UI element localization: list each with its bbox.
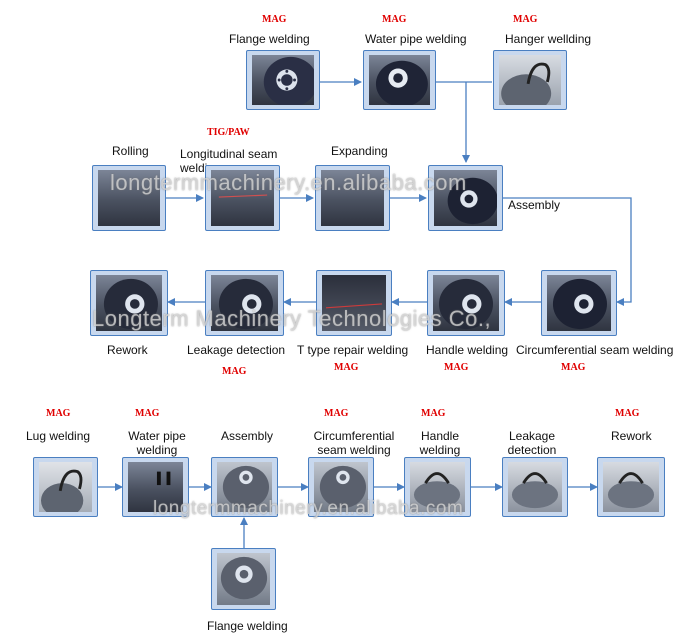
t-type-photo (322, 275, 386, 331)
step-assembly-2 (211, 457, 278, 517)
step-label: Rework (107, 343, 148, 357)
circumferential-photo-2 (314, 462, 368, 512)
leakage-photo (211, 275, 278, 331)
step-label: Rework (611, 429, 652, 443)
step-rework-2 (597, 457, 665, 517)
process-tag: MAG (135, 408, 160, 419)
process-tag: MAG (513, 14, 538, 25)
step-handle-welding (427, 270, 505, 336)
step-label: Assembly (508, 198, 561, 212)
step-label: Handle welding (426, 343, 509, 357)
step-leakage-detection (205, 270, 284, 336)
step-label: Leakage detection (507, 429, 557, 457)
step-longitudinal-seam-welding (205, 165, 280, 231)
process-tag: MAG (324, 408, 349, 419)
step-label: Flange welding (207, 619, 288, 633)
expanding-photo (321, 170, 384, 226)
step-leakage-detection-2 (502, 457, 568, 517)
step-rolling (92, 165, 166, 231)
step-label: Hanger wellding (505, 32, 592, 46)
process-tag: MAG (46, 408, 71, 419)
process-tag: MAG (421, 408, 446, 419)
step-handle-welding-2 (404, 457, 471, 517)
water-pipe-photo-2 (128, 462, 183, 512)
step-label: Water pipe welding (365, 32, 467, 46)
process-tag: MAG (561, 362, 586, 373)
process-tag: MAG (334, 362, 359, 373)
step-hanger-welding (493, 50, 567, 110)
step-label: Handle welding (419, 429, 461, 457)
longitudinal-photo (211, 170, 274, 226)
circumferential-photo (547, 275, 611, 331)
lug-photo (39, 462, 92, 512)
process-tag: MAG (262, 14, 287, 25)
step-label: Assembly (221, 429, 274, 443)
step-label: Expanding (331, 144, 388, 158)
step-lug-welding (33, 457, 98, 517)
rolling-photo (98, 170, 160, 226)
step-rework (90, 270, 168, 336)
flange-photo (252, 55, 314, 105)
process-tag: MAG (615, 408, 640, 419)
hanger-photo (499, 55, 561, 105)
rework-photo-2 (603, 462, 659, 512)
step-flange-welding (246, 50, 320, 110)
process-tag: MAG (222, 366, 247, 377)
step-t-type-repair-welding (316, 270, 392, 336)
step-label: Flange welding (229, 32, 310, 46)
leakage-photo-2 (508, 462, 562, 512)
step-water-pipe-welding (363, 50, 436, 110)
step-assembly (428, 165, 503, 231)
process-tag: TIG/PAW (207, 127, 250, 138)
step-label: Rolling (112, 144, 149, 158)
step-circumferential-seam-welding (541, 270, 617, 336)
handle-photo-2 (410, 462, 465, 512)
step-label: Longitudinal seam welding (180, 147, 278, 175)
arrow-assembly-to-circumferential (503, 197, 632, 306)
step-label: Water pipe welding (128, 429, 186, 457)
flange-photo-2 (217, 553, 270, 605)
water-pipe-photo (369, 55, 430, 105)
step-expanding (315, 165, 390, 231)
step-label: T type repair welding (297, 343, 409, 357)
step-label: Lug welding (26, 429, 91, 443)
rework-photo (96, 275, 162, 331)
step-label: Leakage detection (187, 343, 286, 357)
step-flange-welding-2 (211, 548, 276, 610)
process-tag: MAG (444, 362, 469, 373)
step-water-pipe-welding-2 (122, 457, 189, 517)
handle-photo (433, 275, 499, 331)
process-tag: MAG (382, 14, 407, 25)
step-circumferential-seam-welding-2 (308, 457, 374, 517)
assembly-photo (434, 170, 497, 226)
step-label: Circumferential seam welding (516, 343, 674, 357)
assembly-photo-2 (217, 462, 272, 512)
step-label: Circumferential seam welding (313, 429, 395, 457)
